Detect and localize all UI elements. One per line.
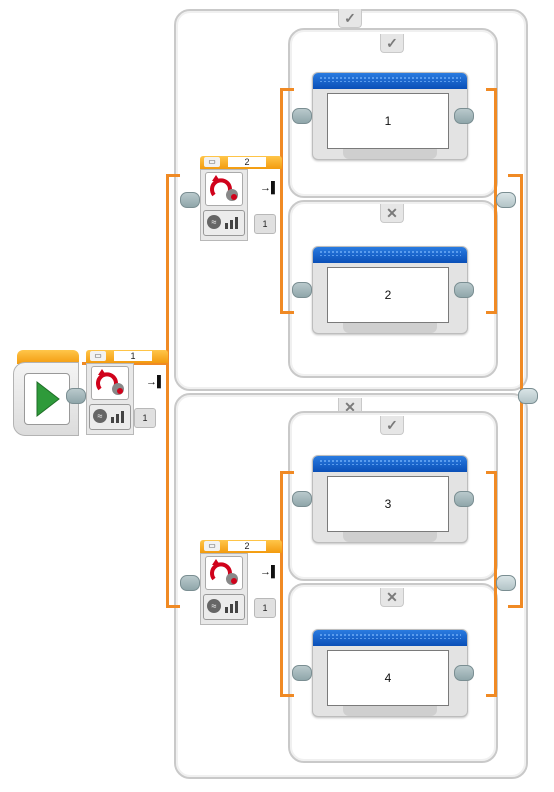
program-start-block[interactable] (13, 350, 79, 436)
sequence-plug-out[interactable] (496, 192, 516, 208)
touch-sensor-icon[interactable] (91, 366, 129, 400)
start-block-header (17, 350, 79, 364)
signal-bars-icon (111, 411, 124, 423)
sensor-knob-icon: ≈ (207, 599, 221, 613)
switch-view-icon[interactable]: ▭ (204, 541, 220, 551)
switch-view-icon[interactable]: ▭ (204, 157, 220, 167)
switch-port-number[interactable]: 2 (228, 157, 266, 167)
switch-port-number[interactable]: 2 (228, 541, 266, 551)
display-block-foot (343, 532, 437, 542)
display-block-foot (343, 706, 437, 716)
start-block-body (13, 362, 79, 436)
inner-top-true-tab[interactable]: ✓ (380, 34, 404, 53)
display-block-header (313, 73, 467, 89)
outer-case-true-tab[interactable]: ✓ (338, 9, 362, 28)
compare-arrow-icon: →▌ (260, 182, 279, 194)
sequence-wire (280, 471, 294, 474)
sequence-wire (166, 174, 180, 177)
sequence-wire (280, 694, 294, 697)
signal-bars-icon (225, 217, 238, 229)
sequence-wire (486, 311, 496, 314)
sensor-knob-icon: ≈ (93, 409, 107, 423)
switch-body: ≈ (200, 553, 248, 625)
signal-bars-icon (225, 601, 238, 613)
display-block-header (313, 247, 467, 263)
sequence-wire (280, 88, 283, 314)
sequence-plug-out[interactable] (454, 282, 474, 298)
inner-bottom-false-tab[interactable]: ✕ (380, 588, 404, 607)
display-block[interactable]: 2 (312, 246, 468, 334)
switch-port-number[interactable]: 1 (114, 351, 152, 361)
sequence-plug-out[interactable] (66, 388, 86, 404)
display-text[interactable]: 2 (327, 267, 449, 323)
sequence-wire (494, 471, 497, 697)
sequence-wire (280, 88, 294, 91)
compare-arrow-icon: →▌ (260, 566, 279, 578)
inner-bottom-true-tab[interactable]: ✓ (380, 416, 404, 435)
compare-arrow-icon: →▌ (146, 376, 165, 388)
switch-input-port[interactable]: 1 (254, 598, 276, 618)
switch-body: ≈ (200, 169, 248, 241)
inner-top-false-tab[interactable]: ✕ (380, 204, 404, 223)
sequence-plug-out[interactable] (454, 491, 474, 507)
display-block-header (313, 630, 467, 646)
sequence-plug-in[interactable] (292, 665, 312, 681)
sequence-wire (486, 88, 496, 91)
display-text[interactable]: 4 (327, 650, 449, 706)
display-block-header (313, 456, 467, 472)
sequence-plug-in[interactable] (180, 192, 200, 208)
switch-view-icon[interactable]: ▭ (90, 351, 106, 361)
sequence-wire (508, 174, 522, 177)
switch-header: ▭ 2 (200, 156, 282, 169)
display-block[interactable]: 4 (312, 629, 468, 717)
switch-input-port[interactable]: 1 (254, 214, 276, 234)
sequence-wire (486, 471, 496, 474)
sensor-mode-selector[interactable]: ≈ (89, 404, 131, 430)
display-block[interactable]: 1 (312, 72, 468, 160)
sensor-mode-selector[interactable]: ≈ (203, 594, 245, 620)
sensor-mode-selector[interactable]: ≈ (203, 210, 245, 236)
inner-top-switch-block[interactable]: ▭ 2 ≈ →▌ 1 (200, 156, 282, 241)
sequence-wire (508, 605, 522, 608)
sequence-wire (166, 605, 180, 608)
sequence-wire (486, 694, 496, 697)
display-block-foot (343, 323, 437, 333)
touch-sensor-icon[interactable] (205, 556, 243, 590)
inner-bottom-switch-block[interactable]: ▭ 2 ≈ →▌ 1 (200, 540, 282, 625)
sequence-plug-in[interactable] (292, 491, 312, 507)
sequence-plug-out[interactable] (496, 575, 516, 591)
sequence-wire (494, 88, 497, 314)
sequence-wire (280, 471, 283, 697)
sequence-wire (280, 311, 294, 314)
display-text[interactable]: 3 (327, 476, 449, 532)
switch-body: ≈ (86, 363, 134, 435)
touch-sensor-icon[interactable] (205, 172, 243, 206)
switch-input-port[interactable]: 1 (134, 408, 156, 428)
sensor-knob-icon: ≈ (207, 215, 221, 229)
display-text[interactable]: 1 (327, 93, 449, 149)
switch-header: ▭ 2 (200, 540, 282, 553)
sequence-plug-in[interactable] (292, 108, 312, 124)
outer-switch-block[interactable]: ▭ 1 ≈ →▌ 1 (86, 350, 168, 435)
sequence-plug-in[interactable] (292, 282, 312, 298)
display-block[interactable]: 3 (312, 455, 468, 543)
play-icon[interactable] (24, 373, 70, 425)
sequence-wire (166, 174, 169, 608)
sequence-plug-out[interactable] (454, 665, 474, 681)
display-block-foot (343, 149, 437, 159)
sequence-plug-out[interactable] (454, 108, 474, 124)
sequence-plug-out[interactable] (518, 388, 538, 404)
switch-header: ▭ 1 (86, 350, 168, 363)
sequence-plug-in[interactable] (180, 575, 200, 591)
